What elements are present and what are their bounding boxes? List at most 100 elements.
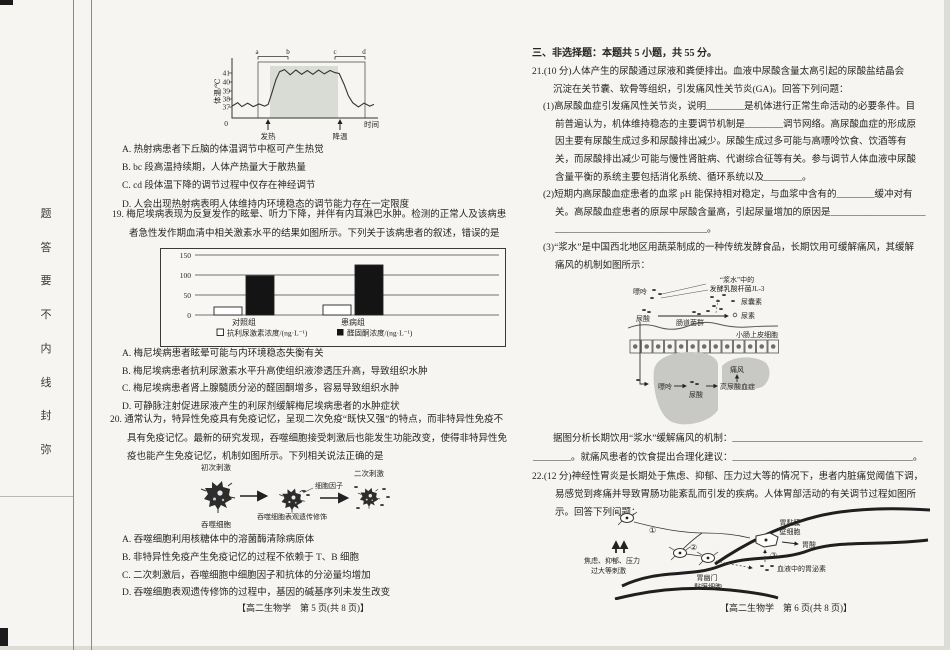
seal-char: 封 <box>40 410 52 423</box>
segment-brackets <box>257 56 366 60</box>
label-allantoin: 尿囊素 <box>741 297 762 306</box>
allantoin-icon <box>731 300 735 302</box>
label-second-stimulus: 二次刺激 <box>354 468 384 478</box>
ytick-100: 100 <box>180 271 192 280</box>
fever-label: 发热 <box>261 131 276 141</box>
question-line: ________。就痛风患者的饮食提出合理化建议：_______________… <box>533 453 923 463</box>
figure-temp-chart: 41 40 39 38 37 0 体温/℃ 时间 a b c d 发热 降温 <box>212 48 379 141</box>
seal-char: 题 <box>40 208 52 220</box>
option-line: B. 非特异性免疫产生免疫记忆的过程不依赖于 T、B 细胞 <box>122 552 359 563</box>
uric-acid-speck <box>647 311 651 313</box>
category-patient: 患病组 <box>341 317 365 327</box>
option-line: A. 热射病患者下丘脑的体温调节中枢可产生热觉 <box>122 145 324 155</box>
seal-line <box>73 0 74 650</box>
ytick-0: 0 <box>187 311 191 320</box>
label-purine: 嘌呤 <box>633 287 647 296</box>
option-line: C. cd 段体温下降的调节过程中仅存在神经调节 <box>122 181 316 192</box>
ytick-50: 50 <box>184 291 192 300</box>
ytick-40: 40 <box>223 78 231 87</box>
option-line: B. 梅尼埃病患者抗利尿激素水平升高使组织液渗透压升高，导致组织水肿 <box>122 366 428 377</box>
question-line: 关，而尿酸排出减少可能与慢性肾脏病、代谢综合征等有关。参与调节人体血液中尿酸 <box>555 154 917 165</box>
seal-line-text: 题 答 要 不 内 线 封 弥 <box>38 205 54 457</box>
ytick-39: 39 <box>223 87 231 96</box>
axes <box>231 58 378 119</box>
secreted-speck <box>380 504 384 506</box>
bacteria-speck <box>710 296 714 298</box>
seal-line <box>91 0 92 650</box>
scan-artifact <box>0 0 13 5</box>
bacteria-speck <box>706 310 710 312</box>
ytick-38: 38 <box>223 95 231 104</box>
origin-label: 0 <box>224 119 228 128</box>
label-urea: 尿素 <box>741 311 755 320</box>
label-circle1: ① <box>649 526 656 535</box>
option-line: A. 梅尼埃病患者眩晕可能与内环境稳态失衡有关 <box>122 349 324 359</box>
label-circle2: ② <box>690 543 697 552</box>
label-first-stimulus: 初次刺激 <box>201 462 231 472</box>
q18-options: A. 热射病患者下丘脑的体温调节中枢可产生热觉 B. bc 段高温持续期，人体产… <box>122 141 409 214</box>
bar-chart-svg: 150 100 50 0 对照组 患病组 抗利尿激素浓度/(ng·L⁻¹) 醛固… <box>180 251 499 338</box>
question-line: 据图分析长期饮用“浆水”缓解痛风的机制：____________________… <box>553 434 923 444</box>
label-acid: 胃酸 <box>802 540 816 549</box>
seal-char: 答 <box>40 241 52 254</box>
label-epigenetic: 吞噬细胞表观遗传修饰 <box>257 512 327 521</box>
bar-aldosterone-1 <box>354 264 384 316</box>
question-line: 因主要有尿酸生成过多和尿酸排出减少。尿酸生成过多可能与高嘌呤饮食、饮酒等有 <box>555 137 907 148</box>
label-jl3-line1: “浆水”中的 <box>720 275 754 284</box>
question-line: 20. 通常认为，特异性免疫具有免疫记忆，呈现二次免疫“既快又强”的特点，而非特… <box>110 415 504 425</box>
segment-label-a: a <box>255 48 259 56</box>
question-line: 者急性发作期血清中相关激素水平的结果如图所示。下列关于该病患者的叙述，错误的是 <box>129 229 500 239</box>
flora-speck <box>692 311 696 313</box>
section-heading: 三、非选择题：本题共 5 小题，共 55 分。 <box>532 48 717 59</box>
intestine-boundary <box>628 321 779 330</box>
phagocyte-blob <box>200 480 236 514</box>
gastrin-speck <box>770 565 774 567</box>
label-gastrin: 血液中的胃泌素 <box>777 564 826 573</box>
neuron-cell-body <box>615 511 638 526</box>
seal-char: 弥 <box>40 443 52 456</box>
label-gut-flora: 肠道菌群 <box>676 318 704 327</box>
segment-label-b: b <box>286 48 290 56</box>
neuron-cell-body <box>668 546 691 561</box>
label-stimulus-line1: 焦虑、抑郁、压力 <box>584 556 640 565</box>
q21-mech-lines: 据图分析长期饮用“浆水”缓解痛风的机制：____________________… <box>532 430 923 468</box>
question-line: 疫也能产生免疫记忆，机制如图所示。下列相关说法正确的是 <box>127 452 384 463</box>
connector-lines <box>660 283 719 314</box>
bar-aldosterone-0 <box>245 275 275 316</box>
bacteria-speck <box>652 289 656 291</box>
legend-swatch-aldosterone <box>337 329 344 336</box>
question-line: (2)短期内高尿酸血症患者的血浆 pH 能保持相对稳定，与血浆中含有的_____… <box>543 190 913 201</box>
q22-block: 22.(12 分)神经性胃炎是长期处于焦虑、抑郁、压力过大等的情况下，患者内脏痛… <box>532 468 923 522</box>
secreted-speck <box>354 486 358 488</box>
bacteria-speck <box>636 379 640 381</box>
label-stimulus-line2: 过大等刺激 <box>591 566 626 575</box>
parietal-cell-nucleus <box>764 538 768 542</box>
option-line: A. 吞噬细胞利用核糖体中的溶菌酶清除病原体 <box>122 535 315 545</box>
question-line: 关。高尿酸血症患者的原尿中尿酸含量高，引起尿量增加的原因是___________… <box>555 207 926 218</box>
x-axis-label: 时间 <box>364 119 379 129</box>
legend-label-aldosterone: 醛固酮浓度/(ng·L⁻¹) <box>347 328 413 338</box>
legend-swatch-adh <box>216 328 224 336</box>
label-phagocyte: 吞噬细胞 <box>201 519 231 529</box>
cooling-label: 降温 <box>333 131 348 141</box>
question-line: 具有免疫记忆。最新的研究发现，吞噬细胞接受刺激后也能发生功能改变，使得非特异性免 <box>127 433 508 444</box>
figure-phagocyte-diagram: 初次刺激 吞噬细胞 细胞因子 吞噬细胞表观遗传修饰 二次刺激 <box>200 462 390 529</box>
margin-rule <box>0 496 73 497</box>
seal-char: 要 <box>40 275 52 288</box>
label-pyloric-line2: 黏膜细胞 <box>694 582 722 591</box>
cytokine-pointer <box>302 487 314 494</box>
label-hyperuricemia: 高尿酸血症 <box>720 382 755 391</box>
label-parietal-line2: 壁细胞 <box>780 527 801 536</box>
q20-options: A. 吞噬细胞利用核糖体中的溶菌酶清除病原体 B. 非特异性免疫产生免疫记忆的过… <box>122 532 390 603</box>
page-footer-right: 【高二生物学 第 6 页(共 8 页)】 <box>720 603 852 613</box>
gastrin-speck <box>765 569 769 571</box>
question-line: (1)高尿酸血症引发痛风性关节炎，说明________是机体进行正常生命活动的必… <box>543 102 916 113</box>
cytokine-speck <box>306 494 310 496</box>
label-liver-purine: 嘌呤 <box>658 382 672 391</box>
option-line: D. 人会出现热射病表明人体维持内环境稳态的调节能力存在一定限度 <box>122 199 410 210</box>
label-uric-acid: 尿酸 <box>636 314 650 323</box>
uric-acid-speck <box>690 381 694 383</box>
bar-adh-0 <box>213 306 243 316</box>
y-axis-label: 体温/℃ <box>212 79 222 104</box>
seal-char: 不 <box>40 309 52 322</box>
